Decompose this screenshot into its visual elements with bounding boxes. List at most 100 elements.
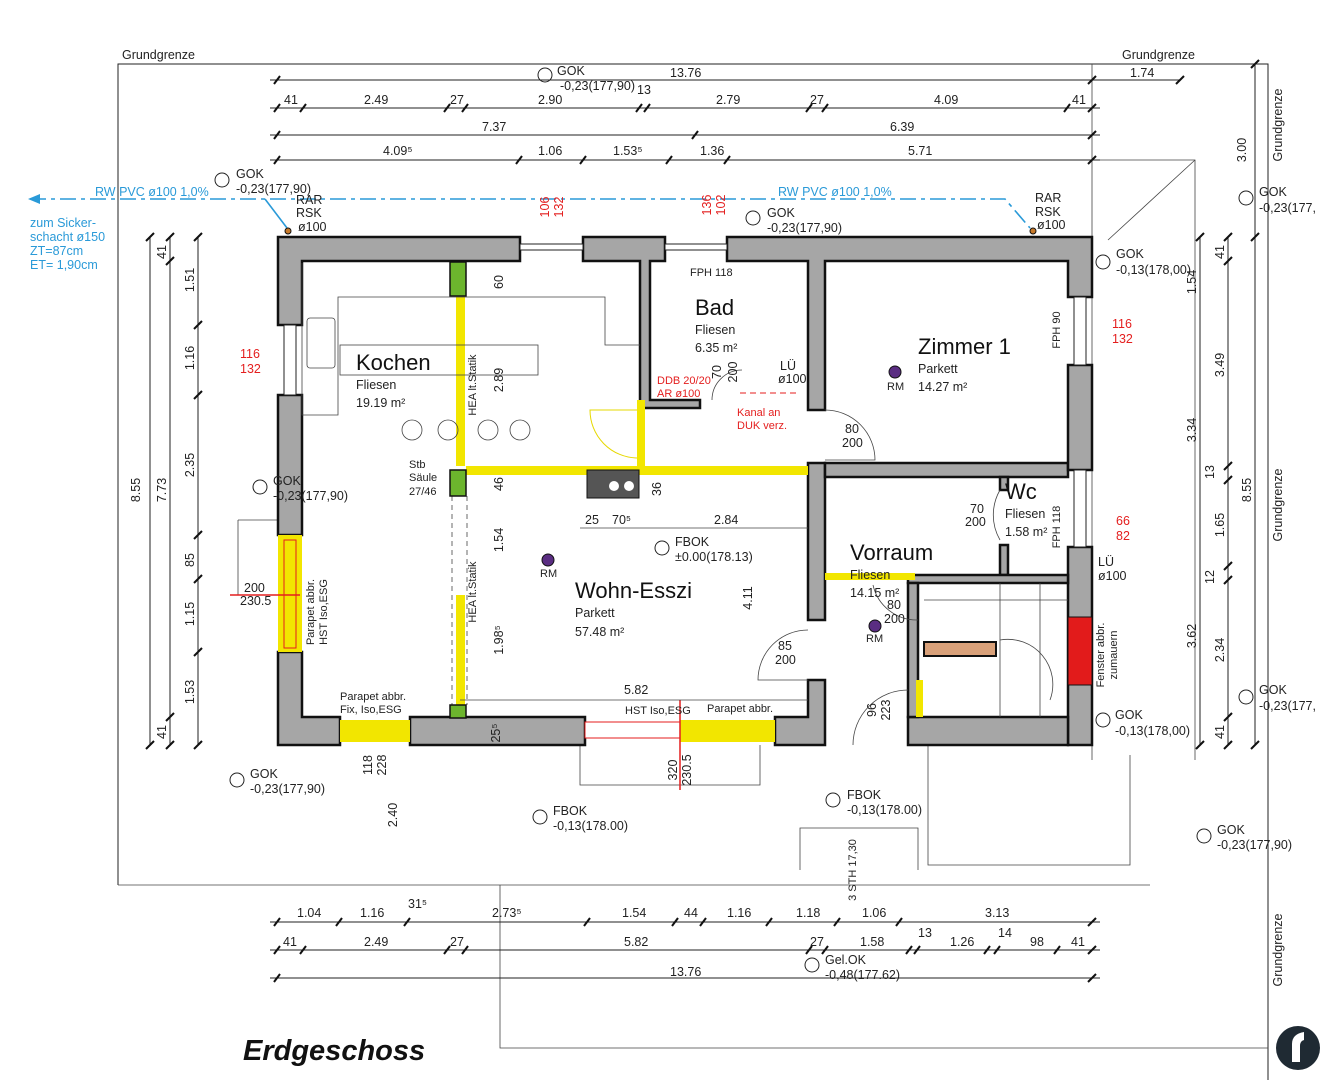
- dim-label: 1.16: [360, 906, 384, 920]
- parapet-note: Parapet abbr.: [305, 579, 317, 645]
- opening-dim: 136: [700, 195, 714, 216]
- boundary-label: Grundgrenze: [1271, 468, 1285, 541]
- dim-label: 1.53: [183, 680, 197, 704]
- lue-label: LÜ: [780, 359, 796, 373]
- lue-label: ø100: [778, 372, 807, 386]
- dim-label: 70⁵: [612, 513, 631, 527]
- level-label: GOK: [236, 167, 264, 181]
- room-name: Kochen: [356, 350, 431, 375]
- kanal-note: Kanal an: [737, 407, 780, 419]
- level-label: FBOK: [553, 804, 588, 818]
- dim-label: 4.11: [741, 586, 755, 609]
- fph-label: FPH 90: [1051, 311, 1063, 348]
- door-height: 200: [775, 653, 796, 667]
- door-width: 70: [970, 502, 984, 516]
- dim-label: 41: [284, 93, 298, 107]
- opening-dim: 66: [1116, 514, 1130, 528]
- column-label: Säule: [409, 472, 437, 484]
- level-label: FBOK: [675, 535, 710, 549]
- window-width: 320: [666, 760, 680, 781]
- level-value: -0,23(177,90): [1217, 838, 1292, 852]
- level-value: -0,13(178.00): [847, 803, 922, 817]
- room-name: Bad: [695, 295, 734, 320]
- window-width: 200: [244, 581, 265, 595]
- level-label: GOK: [250, 767, 278, 781]
- dim-label: 12: [1203, 570, 1217, 584]
- boundary-label: Grundgrenze: [1271, 88, 1285, 161]
- dim-label: 1.15: [183, 602, 197, 626]
- dim-total-width: 13.76: [670, 66, 701, 80]
- dim-label: 8.55: [129, 478, 143, 502]
- room-floor: Fliesen: [850, 568, 890, 582]
- level-value: -0,23(177,90): [767, 221, 842, 235]
- dim-label: 41: [155, 245, 169, 259]
- dim-label: 2.90: [538, 93, 562, 107]
- door-height: 200: [726, 362, 740, 383]
- level-value: -0,23(177,90): [560, 79, 635, 93]
- room-floor: Fliesen: [695, 323, 735, 337]
- column-label: Stb: [409, 459, 426, 471]
- dim-label: 7.73: [155, 478, 169, 502]
- dim-label: 1.54: [622, 906, 646, 920]
- dim-label: 4.09⁵: [383, 144, 413, 158]
- dim-label: 4.09: [934, 93, 958, 107]
- dim-label: 1.65: [1213, 513, 1227, 537]
- dim-label: 1.16: [727, 906, 751, 920]
- room-area: 19.19 m²: [356, 396, 405, 410]
- room-name: Zimmer 1: [918, 334, 1011, 359]
- pipe-label: RW PVC ø100 1,0%: [778, 185, 892, 199]
- downpipe-label: ø100: [1037, 218, 1066, 232]
- dim-label: 1.18: [796, 906, 820, 920]
- dim-label: 7.37: [482, 120, 506, 134]
- dim-label: 27: [450, 93, 464, 107]
- dim-label: 31⁵: [408, 897, 427, 911]
- room-zimmer-1: Zimmer 1 Parkett 14.27 m²: [918, 334, 1011, 394]
- dim-label: 2.49: [364, 93, 388, 107]
- room-area: 57.48 m²: [575, 625, 624, 639]
- kitchen-furniture: [301, 263, 1068, 717]
- dim-label: 1.26: [950, 935, 974, 949]
- boundary-label: Grundgrenze: [122, 48, 195, 62]
- dim-label: 6.39: [890, 120, 914, 134]
- dim-label: 5.82: [624, 683, 648, 697]
- hea-label: HEA lt.Statik: [467, 354, 479, 416]
- dim-label: 1.51: [183, 268, 197, 292]
- dim-label: 98: [1030, 935, 1044, 949]
- room-floor: Parkett: [918, 362, 958, 376]
- outlet-note: ET= 1,90cm: [30, 258, 98, 272]
- ddb-note: DDB 20/20: [657, 375, 711, 387]
- door-width: 80: [845, 422, 859, 436]
- dim-label: 3.34: [1185, 418, 1199, 442]
- pipe-label: RW PVC ø100 1,0%: [95, 185, 209, 199]
- dim-label: 3.62: [1185, 624, 1199, 648]
- fenster-note: Fenster abbr.: [1095, 623, 1107, 688]
- level-value: -0,23(177,: [1259, 201, 1316, 215]
- dim-label: 27: [810, 935, 824, 949]
- dim-label: 2.79: [716, 93, 740, 107]
- level-labels: GOK-0,23(177,90) GOK-0,23(177,90) GOK-0,…: [236, 64, 1316, 982]
- door-width: 80: [887, 598, 901, 612]
- dim-label: 2.40: [386, 803, 400, 827]
- dim-label: 36: [650, 482, 664, 496]
- room-floor: Fliesen: [1005, 507, 1045, 521]
- dim-label: 2.73⁵: [492, 906, 522, 920]
- dim-label: 27: [450, 935, 464, 949]
- level-label: GOK: [767, 206, 795, 220]
- level-value: -0,23(177,90): [236, 182, 311, 196]
- dim-label: 1.36: [700, 144, 724, 158]
- room-area: 14.15 m²: [850, 586, 899, 600]
- dimension-lines: [145, 59, 1260, 983]
- structural-changes: [449, 261, 923, 719]
- level-value: -0,13(178,00): [1115, 724, 1190, 738]
- dim-label: 1.16: [183, 346, 197, 370]
- dim-label: 25⁵: [489, 723, 503, 742]
- parapet-note: Parapet abbr.: [340, 691, 406, 703]
- fph-label: FPH 118: [690, 267, 733, 279]
- downpipe-label: RSK: [1035, 205, 1061, 219]
- opening-dim: 116: [1112, 317, 1132, 331]
- parapet-note: HST Iso,ESG: [318, 579, 330, 645]
- opening-dim: 132: [1112, 332, 1133, 346]
- level-label: GOK: [1259, 185, 1287, 199]
- level-label: GOK: [1115, 708, 1143, 722]
- dim-label: 13: [637, 83, 651, 97]
